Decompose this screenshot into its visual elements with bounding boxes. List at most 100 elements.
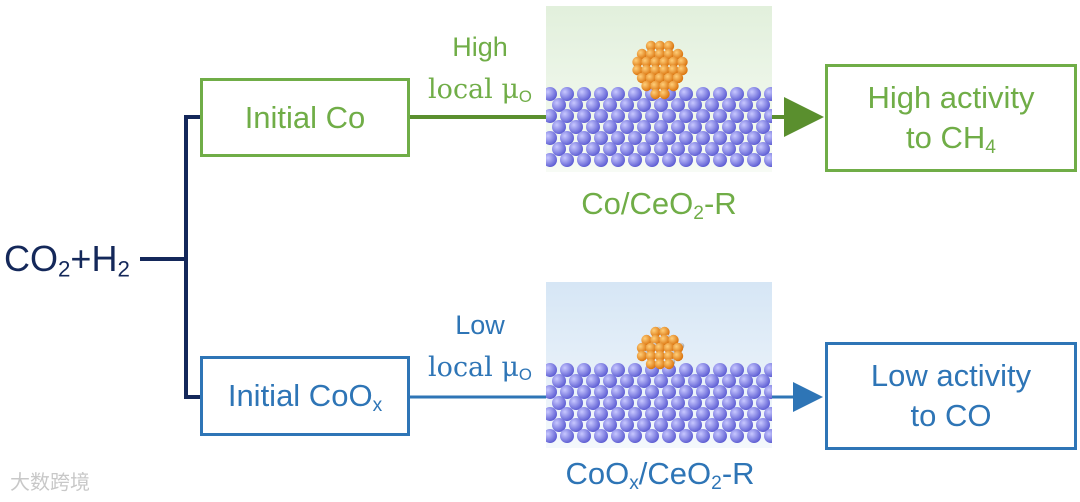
support-atom — [756, 142, 770, 156]
watermark-logo: 大数跨境 — [10, 472, 90, 494]
support-atom — [637, 120, 651, 134]
support-atom — [594, 109, 608, 123]
support-atom — [747, 429, 761, 443]
support-atom — [696, 363, 710, 377]
low-mu-label: Low local μO — [428, 310, 532, 385]
support-atom — [705, 418, 719, 432]
support-atom — [586, 396, 600, 410]
cluster-atom — [650, 88, 661, 100]
support-atom — [688, 120, 702, 134]
support-atom — [654, 374, 668, 388]
cluster-atom — [645, 48, 657, 60]
support-atom — [628, 363, 642, 377]
support-atom — [594, 87, 608, 101]
cluster-atom — [663, 342, 675, 354]
support-atom — [611, 407, 625, 421]
support-atom — [679, 109, 693, 123]
support-atom — [679, 429, 693, 443]
support-atom — [688, 418, 702, 432]
cluster-atom — [663, 358, 675, 370]
cluster-atom — [641, 56, 652, 68]
support-atom — [764, 87, 772, 101]
cluster-atom — [663, 48, 675, 60]
support-atom — [730, 153, 744, 167]
support-atom — [756, 374, 770, 388]
support-atom — [756, 98, 770, 112]
cluster-atom — [650, 334, 661, 346]
support-atom — [611, 109, 625, 123]
support-atom — [594, 363, 608, 377]
cluster-atom — [672, 72, 684, 84]
support-atom — [552, 418, 566, 432]
cluster-atom — [645, 358, 657, 370]
support-atom — [577, 153, 591, 167]
reactant-label: CO2+H2 — [4, 238, 130, 282]
support-atom — [722, 120, 736, 134]
support-atom — [688, 396, 702, 410]
support-atom — [569, 98, 583, 112]
cluster-atom — [677, 64, 688, 76]
support-atom — [696, 109, 710, 123]
support-atom — [569, 396, 583, 410]
support-atom — [747, 153, 761, 167]
support-atom — [764, 109, 772, 123]
support-atom — [560, 109, 574, 123]
support-atom — [645, 429, 659, 443]
support-atom — [654, 418, 668, 432]
support-atom — [730, 429, 744, 443]
support-atom — [662, 131, 676, 145]
support-atom — [577, 363, 591, 377]
support-atom — [603, 142, 617, 156]
support-atom — [637, 98, 651, 112]
support-atom — [560, 407, 574, 421]
cluster-atom — [645, 40, 657, 52]
cluster-atom — [659, 56, 670, 68]
support-atom — [603, 120, 617, 134]
support-atom — [764, 407, 772, 421]
support-atom — [620, 98, 634, 112]
cluster-atom — [659, 326, 670, 338]
support-atom — [560, 385, 574, 399]
support-atom — [560, 87, 574, 101]
support-atom — [586, 142, 600, 156]
support-atom — [645, 385, 659, 399]
support-atom — [730, 109, 744, 123]
support-atom — [628, 87, 642, 101]
cluster-atom — [654, 48, 666, 60]
cluster-atom — [663, 350, 675, 362]
support-atom — [611, 363, 625, 377]
cluster-atom — [663, 40, 675, 52]
support-atom — [577, 87, 591, 101]
support-atom — [552, 142, 566, 156]
support-atom — [546, 109, 557, 123]
cluster-atom — [654, 72, 666, 84]
support-atom — [594, 131, 608, 145]
support-atom — [696, 407, 710, 421]
support-atom — [637, 418, 651, 432]
support-atom — [722, 142, 736, 156]
support-atom — [603, 98, 617, 112]
support-atom — [577, 131, 591, 145]
support-atom — [679, 385, 693, 399]
support-atom — [662, 153, 676, 167]
support-atom — [577, 109, 591, 123]
low-activity-co-box: Low activity to CO — [825, 342, 1077, 450]
support-atom — [722, 418, 736, 432]
support-atom — [764, 363, 772, 377]
support-atom — [662, 407, 676, 421]
support-atom — [696, 385, 710, 399]
support-atom — [611, 385, 625, 399]
cluster-atom — [645, 72, 657, 84]
support-atom — [739, 98, 753, 112]
cluster-atom — [645, 350, 657, 362]
support-atom — [730, 363, 744, 377]
support-atom — [594, 407, 608, 421]
high-mu-label: High local μO — [428, 32, 532, 107]
support-atom — [679, 131, 693, 145]
support-atom — [586, 120, 600, 134]
support-atom — [645, 109, 659, 123]
support-atom — [662, 429, 676, 443]
support-atom — [552, 98, 566, 112]
support-atom — [603, 418, 617, 432]
support-atom — [747, 109, 761, 123]
